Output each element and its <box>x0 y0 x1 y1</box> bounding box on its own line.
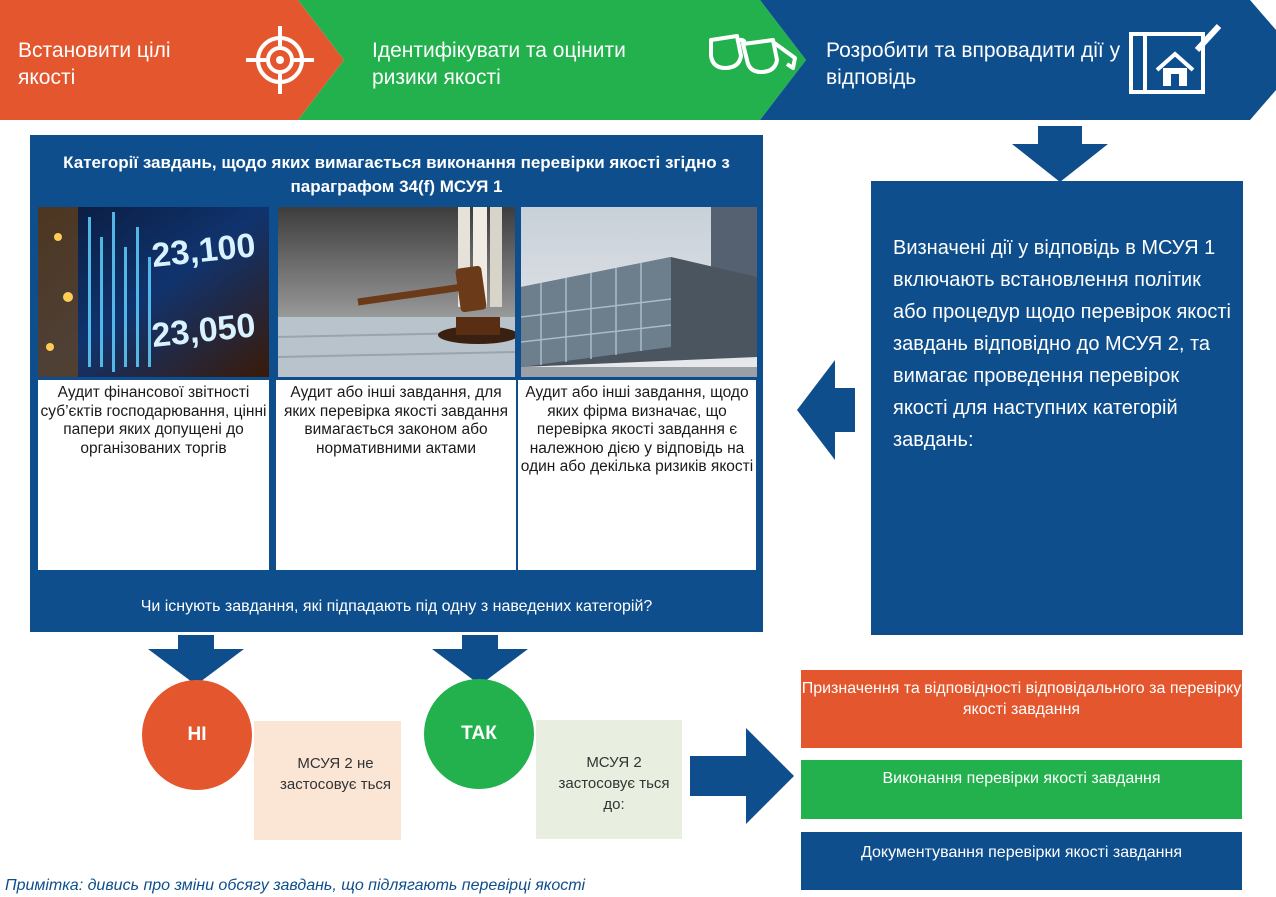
arrow-left <box>797 360 855 460</box>
responses-box <box>871 181 1243 635</box>
footnote: Примітка: дивись про зміни обсягу завдан… <box>5 877 586 894</box>
category-1-text: Аудит фінансової звітності суб’єктів гос… <box>38 380 269 570</box>
arrow-down-yes <box>432 635 528 685</box>
outcome-performance-text: Виконання перевірки якості завдання <box>882 770 1161 787</box>
categories-question: Чи існують завдання, які підпадають під … <box>140 598 653 615</box>
yes-circle: ТАК <box>424 679 534 789</box>
categories-header: Категорії завдань, щодо яких вимагається… <box>30 135 763 207</box>
step1-text: Встановити цілі якості <box>18 39 171 89</box>
step2-text: Ідентифікувати та оцінити ризики якості <box>372 39 626 89</box>
step3-text: Розробити та впровадити дії у відповідь <box>826 39 1121 89</box>
responses-text: Визначені дії у відповідь в МСУЯ 1 включ… <box>893 237 1231 451</box>
process-chevrons <box>0 0 1276 120</box>
arrow-down-right <box>1012 126 1108 182</box>
outcome-assignment-text: Призначення та відповідності відповідаль… <box>801 680 1242 718</box>
outcome-documentation: Документування перевірки якості завдання <box>801 832 1242 890</box>
yes-answer-text: МСУЯ 2 застосовує ться до: <box>558 754 670 813</box>
yes-answer-box: МСУЯ 2 застосовує ться до: <box>536 720 682 839</box>
yes-label: ТАК <box>461 723 497 744</box>
outcome-documentation-text: Документування перевірки якості завдання <box>860 844 1183 861</box>
category-2-text: Аудит або інші завдання, для яких переві… <box>276 380 516 570</box>
arrow-down-no <box>148 635 244 685</box>
gavel-image <box>278 207 515 377</box>
stock-market-image: 23,100 23,050 <box>38 207 269 377</box>
category-3-text: Аудит або інші завдання, щодо яких фірма… <box>518 380 756 570</box>
glasses-icon <box>709 34 797 74</box>
house-plan-icon <box>1129 23 1222 94</box>
outcome-performance: Виконання перевірки якості завдання <box>801 760 1242 819</box>
no-circle: НІ <box>142 680 252 790</box>
building-image <box>521 207 757 377</box>
arrow-right <box>690 728 794 824</box>
no-label: НІ <box>187 724 207 745</box>
target-icon <box>246 26 314 94</box>
outcome-assignment: Призначення та відповідності відповідаль… <box>801 670 1242 748</box>
no-answer-text: МСУЯ 2 не застосовує ться <box>279 755 392 793</box>
no-answer-box: МСУЯ 2 не застосовує ться <box>254 721 401 840</box>
chevron-step2 <box>298 0 806 120</box>
chevron-step1 <box>0 0 344 120</box>
categories-title: Категорії завдань, щодо яких вимагається… <box>63 153 730 196</box>
